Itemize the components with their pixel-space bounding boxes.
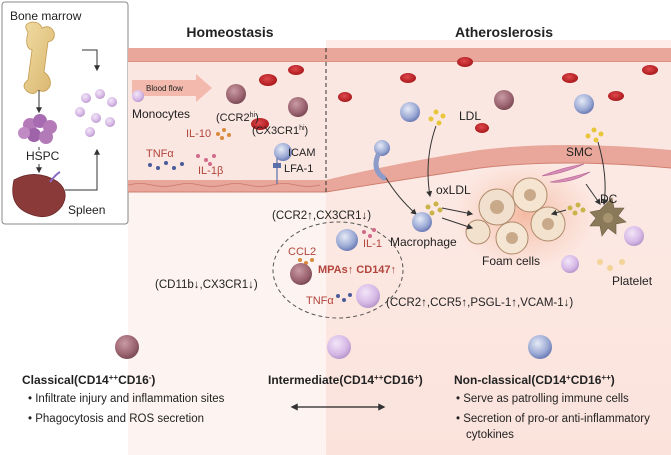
cytokine-dots [148, 128, 231, 170]
icam-receptor-icon [273, 158, 281, 184]
il10-label: IL-10 [186, 128, 211, 140]
oxldl-particles [425, 201, 586, 216]
hspc-label: HSPC [26, 149, 60, 163]
monocyte-cluster-icon [75, 89, 117, 137]
cd11b-cx3cr1-label: (CD11b↓,CX3CR1↓) [155, 279, 258, 291]
atherosclerosis-title: Atheroslerosis [455, 24, 553, 40]
platelet-cells-icon [561, 226, 644, 273]
mid-nonclassical-cell [336, 229, 358, 251]
tnfa-label: TNFα [146, 148, 174, 160]
platelet-label: Platelet [612, 274, 653, 288]
spleen-label: Spleen [68, 203, 105, 217]
intermediate-title: Intermediate(CD14++CD16+) [268, 373, 423, 387]
mpas-cd147-label: MPAs↑ CD147↑ [318, 264, 396, 276]
classical-bullet-2: • Phagocytosis and ROS secretion [28, 413, 204, 425]
vessel-monocytes [132, 84, 594, 161]
blood-flow-label: Blood flow [146, 84, 183, 93]
plaque-arrows [385, 125, 608, 230]
nonclassical-title: Non-classical(CD14+CD16++) [454, 373, 615, 387]
ccr2-ccr5-label: (CCR2↑,CCR5↑,PSGL-1↑,VCAM-1↓) [386, 297, 573, 309]
dc-label: DC [600, 192, 618, 206]
bone-marrow-label: Bone marrow [10, 9, 82, 23]
nonclassical-monocyte-icon [528, 335, 552, 359]
lfa1-label: LFA-1 [284, 163, 313, 175]
macrophage-cell-icon [412, 212, 432, 232]
icam-label: ICAM [288, 147, 316, 159]
ccl2-dots [298, 258, 314, 265]
ldl-label: LDL [459, 109, 481, 123]
classical-bullet-1: • Infiltrate injury and inflammation sit… [28, 393, 225, 405]
nonclassical-bullet-1: • Serve as patrolling immune cells [456, 393, 629, 405]
tnfa-dots [336, 293, 352, 302]
classical-monocyte-icon [115, 335, 139, 359]
mid-classical-cell [290, 263, 312, 285]
red-blood-cells [251, 57, 658, 133]
foam-cell-cluster [453, 160, 597, 270]
bone-to-monocytes-arrow [82, 49, 100, 72]
oxldl-label: oxLDL [436, 183, 471, 197]
il1-label: IL-1 [363, 238, 382, 250]
nonclassical-bullet-2-cont: cytokines [466, 429, 514, 441]
foam-cells-label: Foam cells [482, 254, 540, 268]
ldl-particles [428, 109, 604, 143]
dendritic-cell-icon [589, 197, 627, 237]
homeostasis-background [128, 150, 326, 455]
spleen-to-monocytes-arrow [65, 148, 100, 191]
intermediate-monocyte-icon [327, 335, 351, 359]
transmigrating-monocyte-icon [373, 140, 390, 181]
blood-vessel [127, 48, 671, 193]
il1-dots [362, 228, 376, 238]
il1b-label: IL-1β [198, 165, 223, 177]
bone-icon [23, 21, 55, 94]
macrophage-label: Macrophage [390, 235, 457, 249]
cx3cr1-hi-label: (CX3CR1hi) [252, 125, 308, 137]
classical-title: Classical(CD14++CD16-) [22, 373, 155, 387]
ccl2-label: CCL2 [288, 246, 316, 258]
smc-cells-icon [541, 163, 591, 183]
homeostasis-title: Homeostasis [186, 24, 273, 40]
tnfa-mid-label: TNFα [306, 295, 334, 307]
nonclassical-bullet-2: • Secretion of pro-or anti-inflammatory [456, 413, 650, 425]
blood-flow-arrow [132, 74, 212, 102]
ccr2-hi-label: (CCR2hi) [216, 112, 259, 124]
ccr2-cx3cr1-label: (CCR2↑,CX3CR1↓) [272, 210, 371, 222]
monocytes-label: Monocytes [132, 107, 190, 121]
hspc-cluster-icon [18, 114, 57, 144]
smc-label: SMC [566, 145, 593, 159]
mid-intermediate-cell [356, 284, 380, 308]
activation-ellipse [272, 221, 404, 319]
spleen-icon [12, 171, 66, 218]
